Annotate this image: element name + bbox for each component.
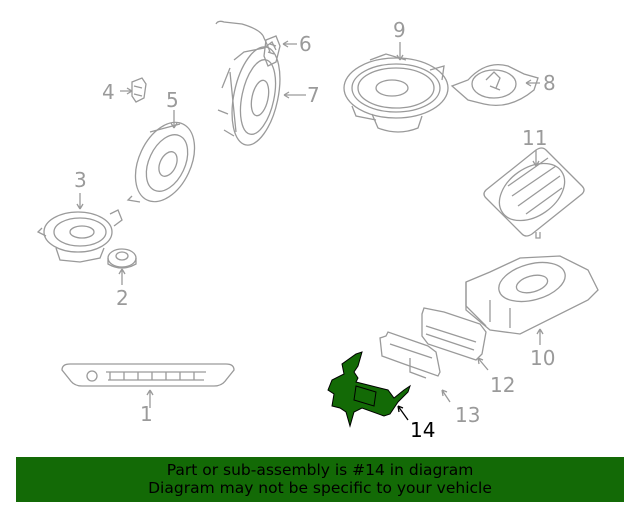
part-5-door-speaker[interactable] [124,113,207,211]
callout-12[interactable]: 12 [490,373,516,397]
banner-line-2: Diagram may not be specific to your vehi… [148,479,492,497]
callout-5[interactable]: 5 [166,88,179,112]
parts-diagram: 1 2 3 4 5 6 7 8 9 10 11 12 13 14 [36,18,599,442]
part-4-small-tweeter[interactable] [131,77,147,103]
callout-3[interactable]: 3 [74,168,87,192]
leader-lines [76,40,544,421]
part-14-amplifier-bracket[interactable] [327,351,411,428]
part-3-midrange-speaker[interactable] [36,209,123,263]
part-2-tweeter[interactable] [107,248,137,269]
callout-13[interactable]: 13 [455,403,481,427]
callout-10[interactable]: 10 [530,346,556,370]
callout-9[interactable]: 9 [393,18,406,42]
part-11-subwoofer-grille[interactable] [483,147,585,239]
callout-1[interactable]: 1 [140,402,153,426]
callout-4[interactable]: 4 [102,80,115,104]
banner-line-1: Part or sub-assembly is #14 in diagram [166,461,474,479]
part-12-cover[interactable] [421,307,487,361]
part-10-subwoofer-housing[interactable] [465,255,599,335]
callout-11[interactable]: 11 [522,126,548,150]
callout-6[interactable]: 6 [299,32,312,56]
callout-14[interactable]: 14 [410,418,436,442]
part-9-oval-speaker[interactable] [343,53,449,133]
part-13-bracket[interactable] [379,331,441,379]
callout-2[interactable]: 2 [116,286,129,310]
part-7-woofer[interactable] [217,41,288,149]
callout-7[interactable]: 7 [307,83,320,107]
callout-8[interactable]: 8 [543,71,556,95]
info-banner: Part or sub-assembly is #14 in diagram D… [16,457,624,502]
part-1-center-grille[interactable] [61,363,235,387]
part-8-tweeter-speaker[interactable] [450,63,539,107]
